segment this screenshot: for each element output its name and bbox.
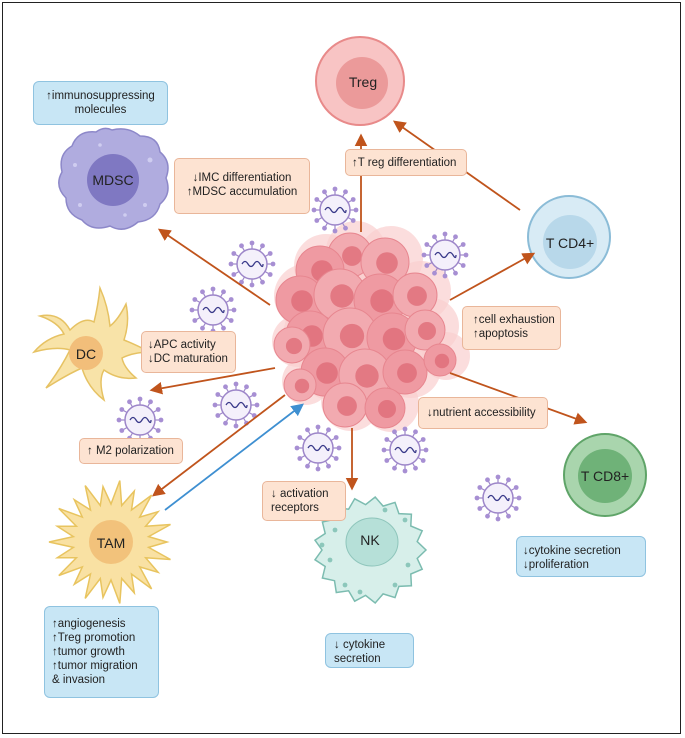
treg-differentiation-box: ↑T reg differentiation: [345, 149, 467, 176]
imc-effect-box: ↓IMC differentiation ↑MDSC accumulation: [174, 158, 310, 214]
tam-outcomes-box: ↑angiogenesis ↑Treg promotion ↑tumor gro…: [44, 606, 159, 698]
dc-label: DC: [75, 346, 97, 362]
mdsc-label: MDSC: [92, 172, 134, 188]
apc-effect-box: ↓APC activity ↓DC maturation: [141, 331, 236, 373]
virus-particle: [381, 426, 429, 474]
virus-particle: [189, 286, 237, 334]
tumor-cluster: [272, 221, 470, 432]
virus-particle: [116, 396, 164, 444]
nk-cell: [313, 495, 428, 605]
mdsc-cell: [58, 127, 169, 230]
tcd8-cell: [563, 433, 647, 517]
immunosuppressing-box: ↑immunosuppressing molecules: [33, 81, 168, 125]
treg-cell: [315, 36, 405, 126]
virus-particle: [294, 424, 342, 472]
virus-particles: [116, 186, 522, 522]
tcd4-label: T CD4+: [545, 235, 595, 251]
dc-cell: [31, 285, 151, 402]
tam-label: TAM: [96, 535, 126, 551]
virus-particle: [228, 240, 276, 288]
exhaustion-effect-box: ↑cell exhaustion ↑apoptosis: [462, 306, 561, 350]
tam-cell: [48, 480, 171, 604]
blue-arrow: [164, 403, 305, 511]
nk-label: NK: [360, 532, 380, 548]
activation-receptors-box: ↓ activation receptors: [262, 481, 346, 521]
virus-particle: [474, 474, 522, 522]
treg-label: Treg: [348, 74, 378, 90]
virus-particle: [421, 231, 469, 279]
tcd8-label: T CD8+: [580, 468, 630, 484]
cd8-outcomes-box: ↓cytokine secretion ↓proliferation: [516, 536, 646, 577]
nutrient-effect-box: ↓nutrient accessibility: [418, 397, 548, 429]
virus-particle: [311, 186, 359, 234]
nk-outcomes-box: ↓ cytokine secretion: [325, 633, 414, 668]
m2-polarization-box: ↑ M2 polarization: [79, 438, 183, 464]
virus-particle: [212, 381, 260, 429]
tcd4-cell: [527, 195, 611, 279]
